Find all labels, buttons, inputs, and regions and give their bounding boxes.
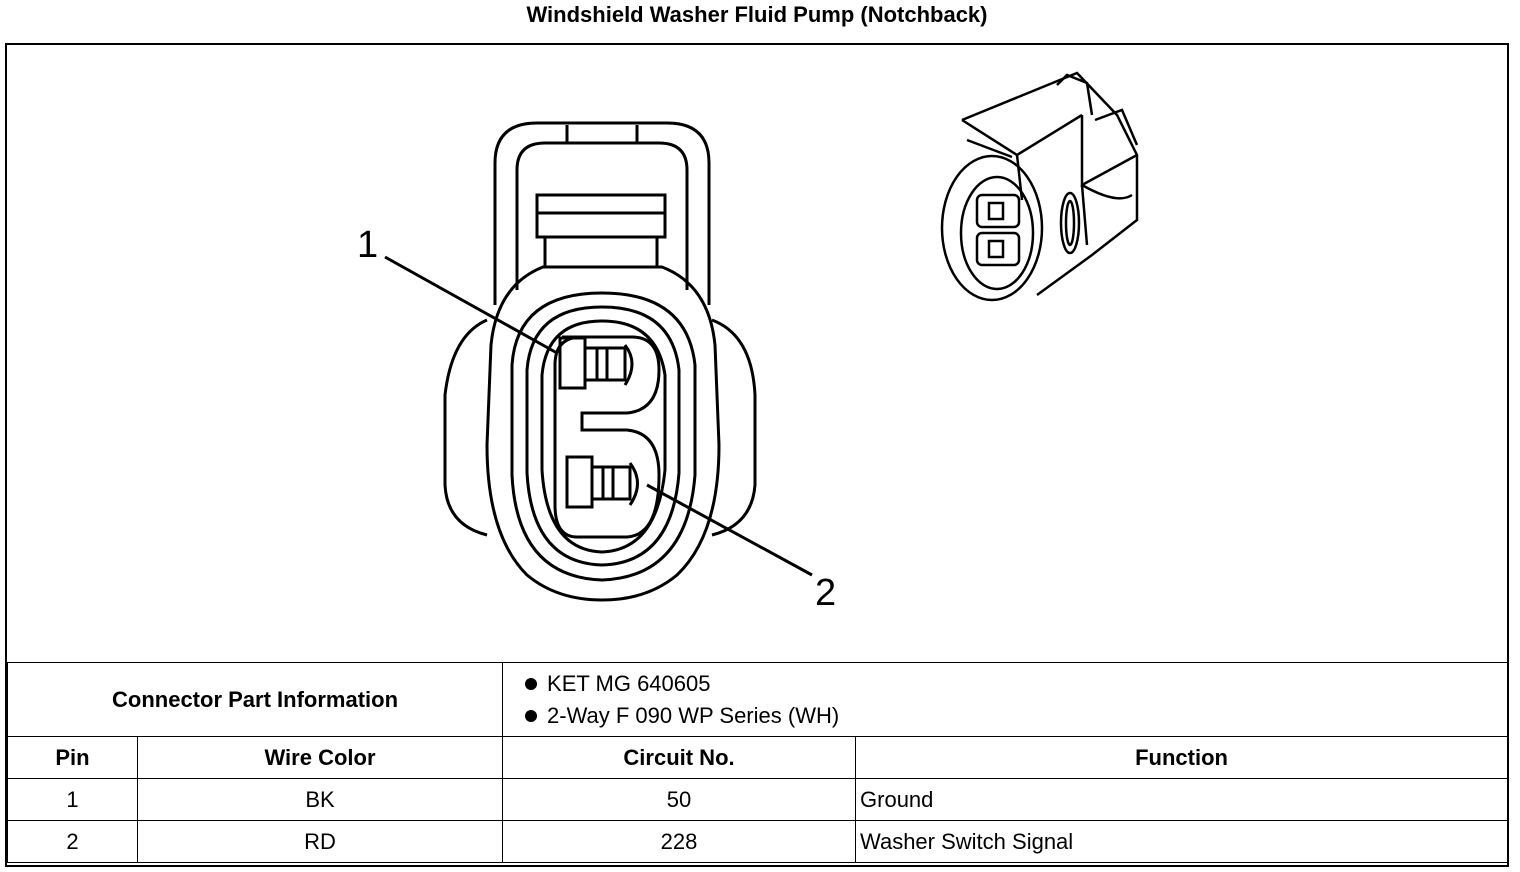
cell-pin: 2 (7, 820, 138, 863)
header-pin: Pin (7, 736, 138, 779)
part-series: 2-Way F 090 WP Series (WH) (525, 700, 1503, 732)
callout-pin-1: 1 (357, 224, 379, 266)
connector-face-view (384, 121, 813, 602)
connector-drawing (384, 71, 1139, 602)
callout-pin-2: 2 (815, 572, 837, 614)
part-number: KET MG 640605 (525, 668, 1503, 700)
connector-isometric-view (940, 71, 1139, 302)
table-row: 1 BK 50 Ground (7, 778, 1509, 821)
page-title: Windshield Washer Fluid Pump (Notchback) (526, 2, 988, 27)
cell-pin: 1 (7, 778, 138, 821)
diagram-frame: 1 2 Connector Part Information KET MG 64… (5, 43, 1509, 867)
connector-table: Connector Part Information KET MG 640605… (6, 662, 1509, 863)
connector-part-info-values: KET MG 640605 2-Way F 090 WP Series (WH) (502, 662, 1509, 737)
cell-function: Washer Switch Signal (855, 820, 1509, 863)
cell-function: Ground (855, 778, 1509, 821)
cell-circuit-no: 50 (502, 778, 857, 821)
connector-part-info-row: Connector Part Information KET MG 640605… (6, 662, 1509, 737)
cell-circuit-no: 228 (502, 820, 857, 863)
table-header-row: Pin Wire Color Circuit No. Function (7, 736, 1509, 779)
cell-wire-color: BK (136, 778, 504, 821)
header-wire-color: Wire Color (136, 736, 504, 779)
header-circuit-no: Circuit No. (502, 736, 857, 779)
connector-part-info-label: Connector Part Information (6, 662, 504, 737)
cell-wire-color: RD (136, 820, 504, 863)
header-function: Function (855, 736, 1509, 779)
table-row: 2 RD 228 Washer Switch Signal (7, 820, 1509, 863)
